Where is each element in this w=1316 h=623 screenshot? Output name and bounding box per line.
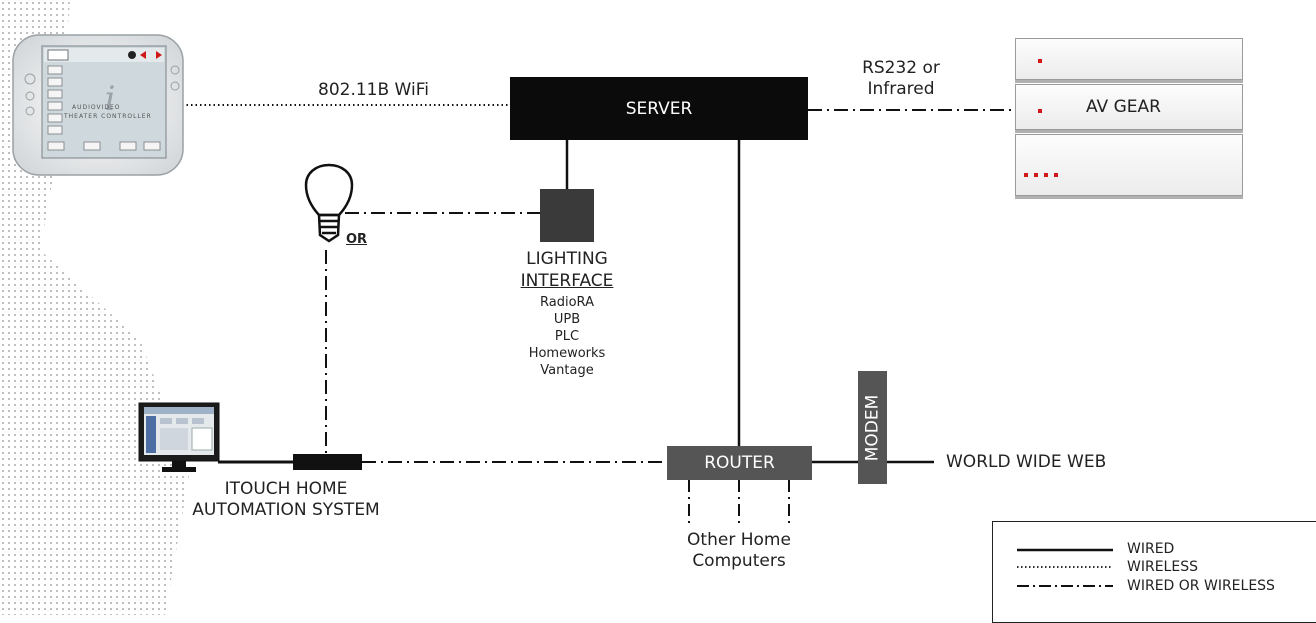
legend-wireless-label: WIRELESS [1127,559,1198,575]
panel-screen-text-1: AUDIOVIDEO [72,104,121,111]
network-adapter-box [293,454,362,470]
legend-box: WIRED WIRELESS WIRED OR WIRELESS [992,521,1316,623]
legend-wired-label: WIRED [1127,541,1175,557]
touch-panel-icon: i [12,34,184,176]
led-indicator [1054,173,1058,177]
av-gear-label: AV GEAR [1086,97,1161,117]
lighting-protocol: UPB [553,312,581,327]
legend-swatches [1017,548,1113,587]
computer-monitor-icon [138,402,220,472]
lighting-protocol: PLC [554,329,580,344]
modem-box: MODEM [858,371,887,484]
wifi-label: 802.11B WiFi [318,80,429,100]
svg-text:i: i [105,79,116,119]
rs232-line-2: Infrared [867,79,935,99]
led-indicator [1038,109,1042,113]
itouch-label: ITOUCH HOME AUTOMATION SYSTEM [166,479,406,521]
lighting-protocol: RadioRA [540,295,594,310]
router-label: ROUTER [704,453,775,473]
led-indicator [1034,173,1038,177]
lighting-protocol: Homeworks [528,346,606,361]
rs232-line-1: RS232 or [862,58,940,78]
lighting-interface-box [540,189,594,242]
led-indicator [1044,173,1048,177]
lighting-protocol: Vantage [540,363,594,378]
lighting-label-line-1: LIGHTING [526,249,608,269]
lighting-label-line-2: INTERFACE [520,271,614,291]
light-bulb-icon [304,163,354,243]
itouch-line-2: AUTOMATION SYSTEM [192,500,380,520]
av-unit-top [1015,38,1243,80]
led-indicator [1038,59,1042,63]
panel-screen-text-2: THEATER CONTROLLER [64,113,152,120]
other-computers-label: Other Home Computers [659,530,819,572]
lighting-interface-label: LIGHTING INTERFACE RadioRA UPB PLC Homew… [507,248,627,379]
av-unit-bottom [1015,134,1243,196]
www-label: WORLD WIDE WEB [946,452,1107,472]
or-label: OR [346,232,368,247]
modem-label: MODEM [862,394,883,461]
other-computers-line-2-label: Computers [692,551,786,571]
server-label: SERVER [625,98,693,119]
other-computers-line-1-label: Other Home [687,530,791,550]
rs232-label: RS232 or Infrared [856,58,946,100]
legend-wired-or-wireless-label: WIRED OR WIRELESS [1127,578,1275,594]
router-box: ROUTER [667,446,812,480]
itouch-line-1: ITOUCH HOME [224,479,348,499]
av-unit-middle: AV GEAR [1015,84,1243,130]
av-gear-stack: AV GEAR [1015,38,1243,198]
server-box: SERVER [510,77,808,140]
touch-panel: i AUDIOVIDEO THEATER CONTROLLER [12,34,184,176]
led-indicator [1024,173,1028,177]
